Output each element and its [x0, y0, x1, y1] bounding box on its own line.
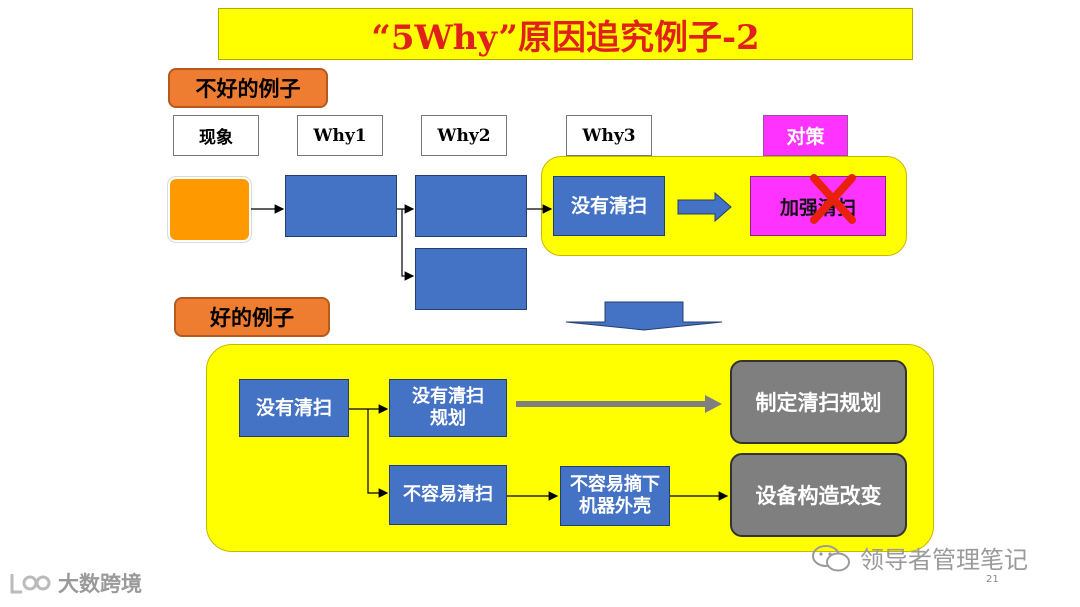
header-countermeasure: 对策 [763, 115, 848, 156]
block-arrow-why3-countermeasure [677, 191, 732, 223]
header-why1: Why1 [297, 115, 383, 156]
good-branch2-line1: 不容易摘下 [570, 474, 660, 496]
arrow-cause-branch2 [367, 409, 389, 498]
down-arrow-icon [565, 301, 723, 331]
watermark-logo-icon [10, 574, 51, 594]
watermark-left-text: 大数跨境 [58, 572, 142, 596]
good-branch2-line2: 机器外壳 [579, 496, 651, 517]
countermeasure-box: 加强清扫 [750, 176, 886, 236]
header-why3: Why3 [566, 115, 652, 156]
good-branch1-result: 制定清扫规划 [730, 360, 907, 444]
bad-example-label: 不好的例子 [168, 68, 328, 108]
good-cause-box: 没有清扫 [239, 379, 349, 437]
good-branch2-box: 不容易摘下 机器外壳 [560, 466, 670, 526]
slide-title: “5Why”原因追究例子-2 [218, 8, 913, 60]
header-why2: Why2 [421, 115, 507, 156]
watermark-right: 领导者管理笔记 [810, 540, 1028, 575]
header-phenomenon: 现象 [173, 115, 259, 156]
good-branch1-box: 没有清扫 规划 [389, 379, 507, 437]
arrow-why1-why2alt [401, 209, 415, 281]
good-branch2-why: 不容易清扫 [389, 465, 507, 525]
wechat-icon [812, 544, 850, 571]
why3-box: 没有清扫 [553, 176, 665, 236]
good-branch2-result: 设备构造改变 [730, 453, 907, 537]
good-branch1-line2: 规划 [430, 408, 466, 429]
why1-box [285, 175, 397, 237]
grey-arrow-branch1-result [516, 395, 722, 413]
why2-box [415, 175, 527, 237]
why2-alt-box [415, 248, 527, 310]
watermark-right-text: 领导者管理笔记 [860, 546, 1028, 574]
good-example-label: 好的例子 [174, 297, 330, 337]
page-number: 21 [986, 574, 999, 585]
cross-mark-icon [810, 174, 856, 224]
watermark-left: 大数跨境 [8, 568, 142, 598]
phenomenon-box [168, 177, 251, 242]
good-branch1-line1: 没有清扫 [412, 386, 484, 408]
